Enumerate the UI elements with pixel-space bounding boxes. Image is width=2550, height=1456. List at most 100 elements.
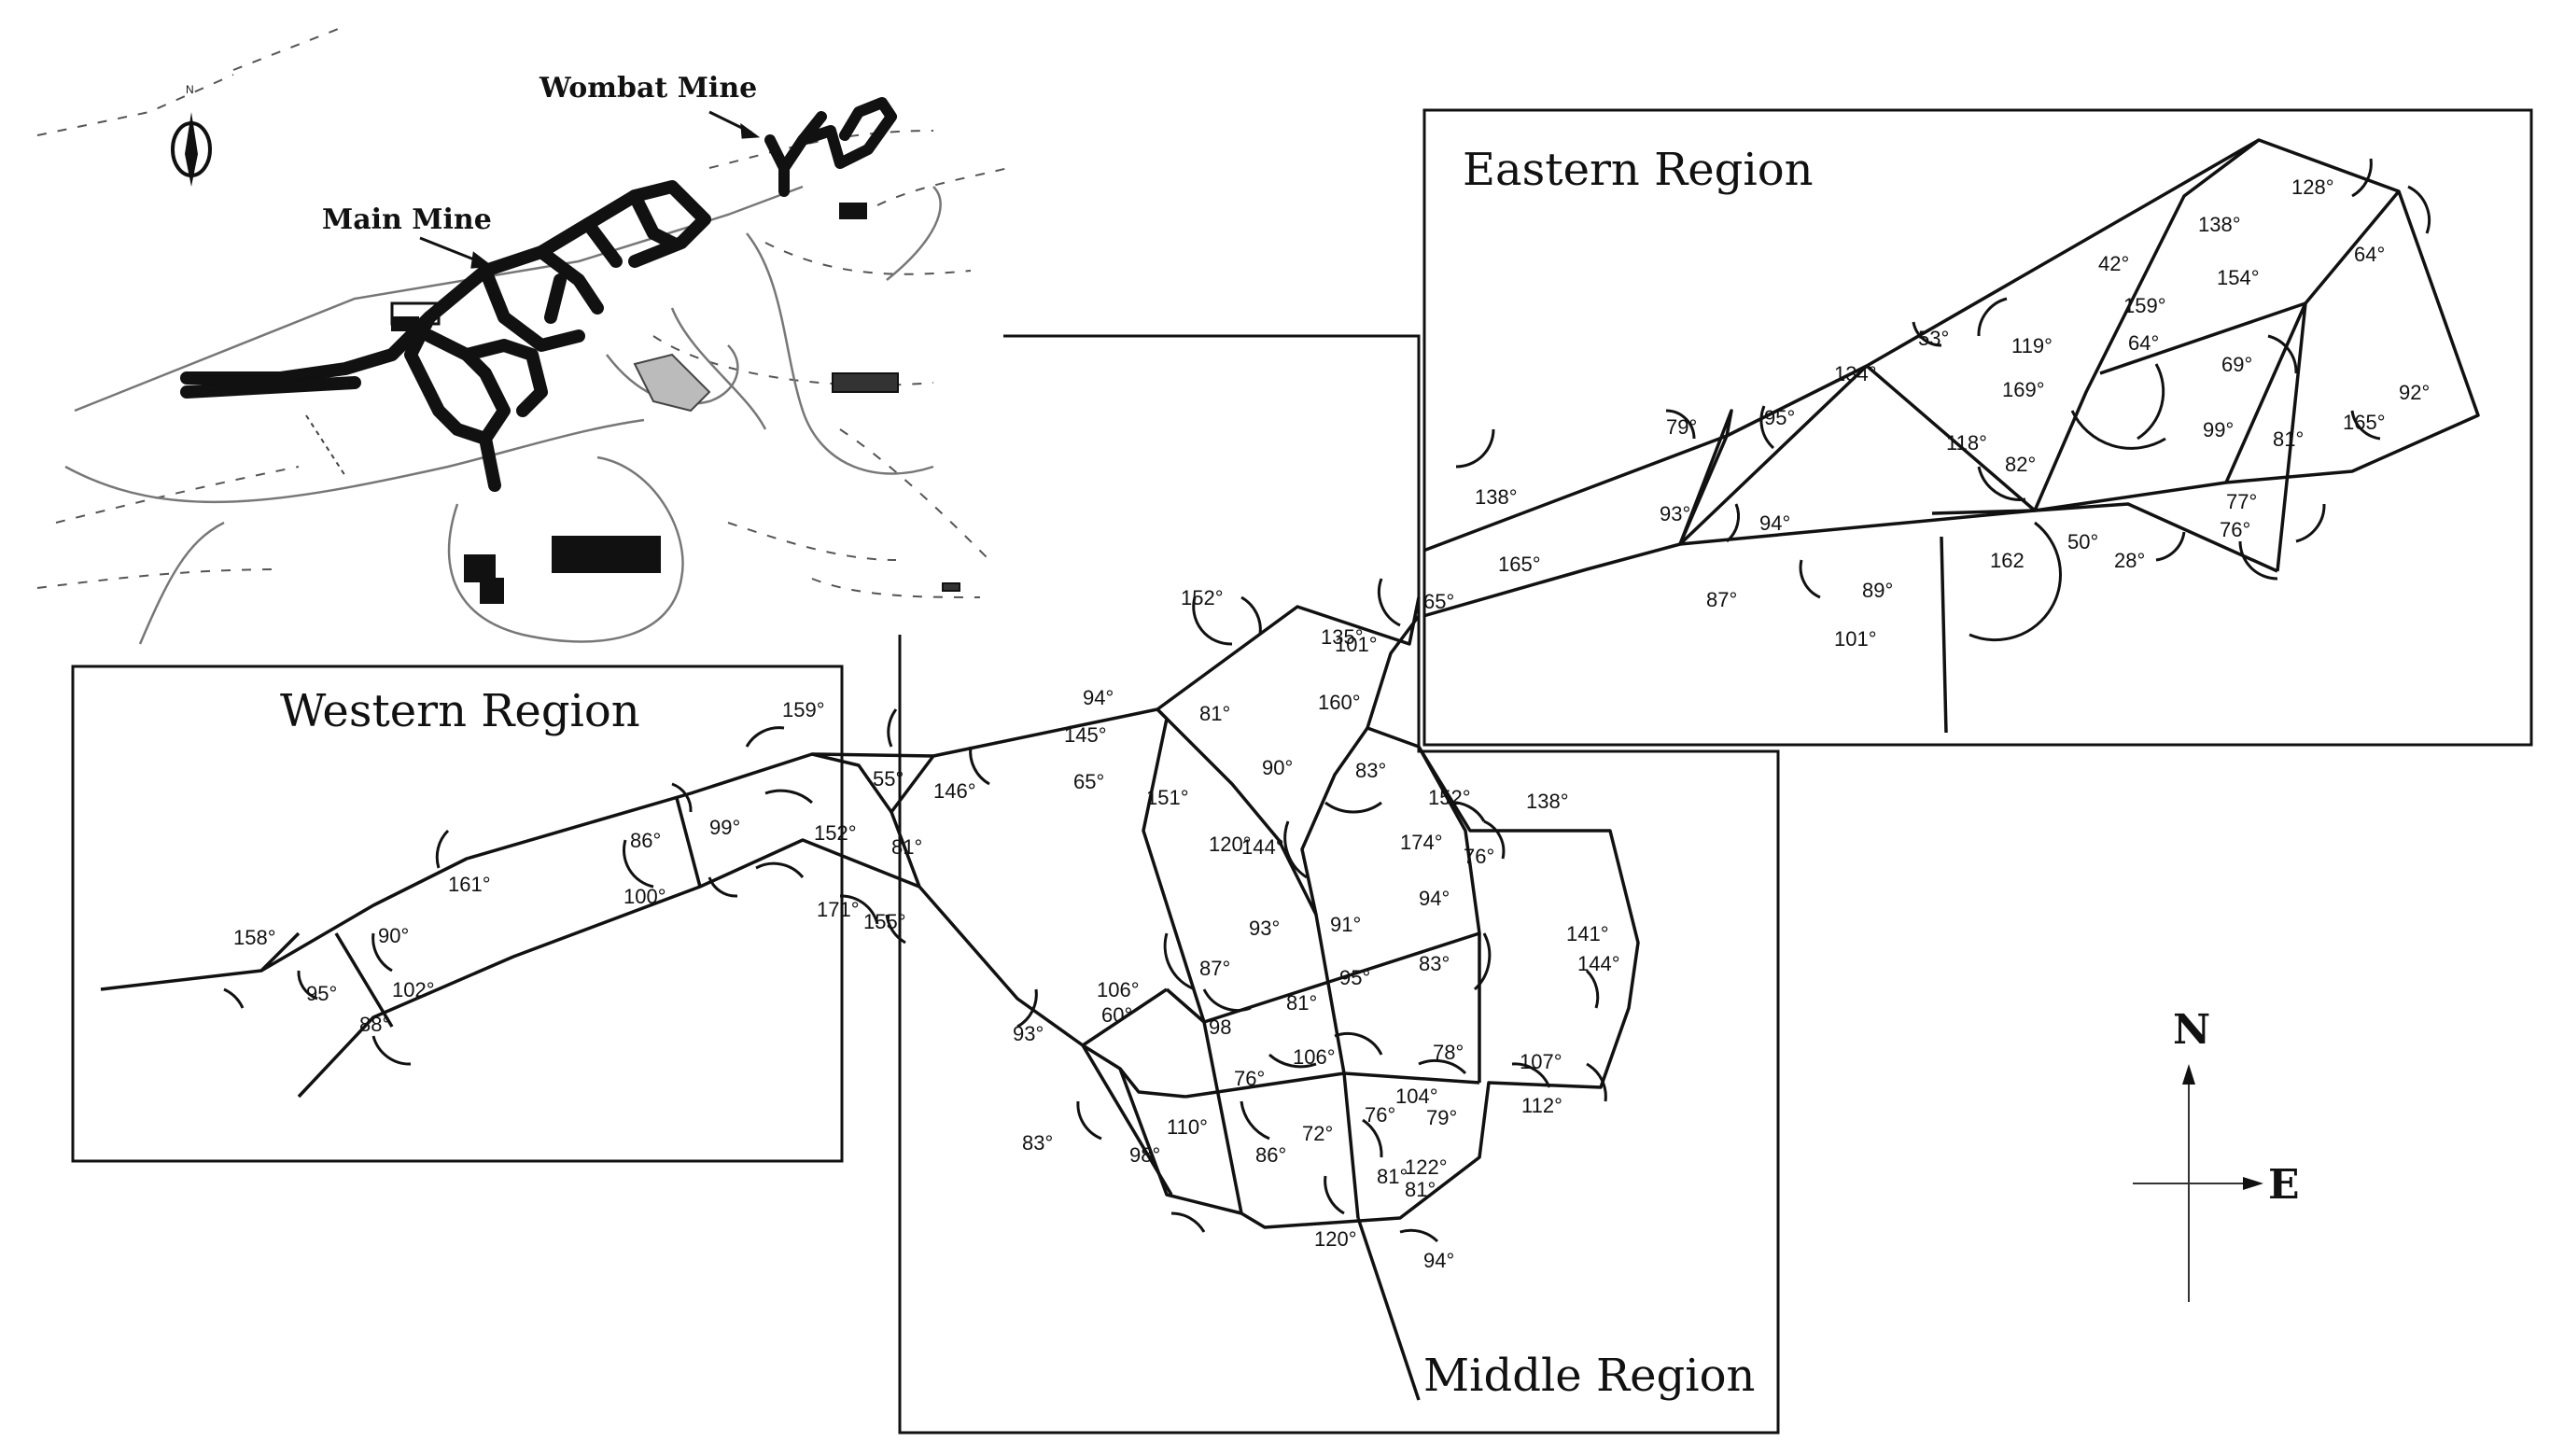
angle-label: 120°: [1209, 833, 1252, 856]
angle-label: 42°: [2098, 252, 2129, 275]
angle-label: 94°: [1083, 686, 1114, 709]
angle-label: 89°: [1862, 579, 1893, 602]
terrain-contours: [36, 25, 1009, 598]
angle-label: 60°: [1101, 1003, 1132, 1027]
middle-angle-labels: 152° 135° 101° 94° 81° 160° 145° 65° 90°…: [1013, 586, 1620, 1272]
main-mine-drives: [180, 180, 711, 492]
angle-label: 145°: [1064, 723, 1107, 747]
angle-label: 98°: [1129, 1143, 1160, 1167]
angle-label: 171°: [817, 898, 860, 921]
angle-label: 83°: [1022, 1131, 1053, 1155]
angle-label: 28°: [2114, 549, 2145, 572]
angle-label: 53°: [1918, 327, 1949, 350]
angle-label: 138°: [1475, 485, 1518, 509]
angle-label: 94°: [1419, 887, 1450, 910]
angle-label: 106°: [1097, 978, 1140, 1001]
eastern-region-title: Eastern Region: [1463, 144, 1814, 196]
angle-label: 69°: [2221, 353, 2252, 376]
angle-label: 160°: [1318, 691, 1361, 714]
angle-label: 99°: [2203, 418, 2234, 441]
angle-label: 64°: [2128, 331, 2159, 355]
angle-label: 122°: [1405, 1155, 1448, 1179]
angle-label: 152°: [814, 821, 857, 845]
wombat-mine-label: Wombat Mine: [539, 72, 757, 105]
angle-label: 158°: [233, 926, 276, 949]
compass-rose: N E: [2133, 1006, 2300, 1302]
eastern-angle-labels: 128° 138° 64° 42° 154° 53° 119° 159° 64°…: [1423, 175, 2430, 651]
angle-label: 95°: [1339, 966, 1370, 989]
angle-label: 99°: [709, 816, 740, 839]
angle-label: 161°: [448, 873, 491, 896]
angle-label: 90°: [1262, 756, 1293, 779]
angle-label: 152°: [1181, 586, 1224, 609]
eastern-region-frame: [1422, 108, 2533, 747]
angle-label: 55°: [873, 767, 904, 791]
angle-label: 154°: [2217, 266, 2260, 289]
angle-label: 120°: [1314, 1227, 1357, 1251]
joint-arcs: [223, 158, 2431, 1243]
angle-label: 102°: [392, 978, 435, 1001]
angle-label: 146°: [933, 779, 976, 803]
angle-label: 165°: [2343, 411, 2386, 434]
angle-label: 72°: [1302, 1122, 1333, 1145]
angle-label: 134°: [1834, 362, 1877, 385]
angle-label: 76°: [1365, 1103, 1395, 1127]
angle-label: 101°: [1834, 627, 1877, 651]
angle-label: 107°: [1520, 1050, 1562, 1073]
label-pointers: [419, 110, 761, 269]
angle-label: 95°: [1764, 406, 1795, 429]
angle-label: 86°: [630, 829, 661, 852]
angle-label: 78°: [1433, 1041, 1464, 1064]
compass-east-label: E: [2268, 1161, 2300, 1209]
western-angle-labels: 159° 55° 146° 86° 99° 152° 161° 81° 100°…: [233, 698, 976, 1036]
buildings: [390, 203, 960, 604]
angle-label: 76°: [1464, 845, 1494, 868]
angle-label: 159°: [2123, 294, 2166, 317]
angle-label: 152°: [1428, 786, 1471, 809]
angle-label: 83°: [1419, 952, 1450, 975]
angle-label: 144°: [1241, 835, 1284, 859]
block-network: [100, 138, 2480, 1401]
western-region-frame: [71, 665, 844, 1163]
angle-label: 151°: [1146, 786, 1189, 809]
angle-label: 101°: [1335, 633, 1378, 656]
angle-label: 100°: [623, 885, 666, 908]
angle-label: 110°: [1167, 1115, 1208, 1139]
angle-label: 81°: [1377, 1165, 1408, 1188]
angle-label: 88°: [359, 1013, 390, 1036]
angle-label: 81°: [1405, 1178, 1436, 1201]
angle-label: 82°: [2005, 453, 2036, 476]
main-mine-label: Main Mine: [322, 203, 492, 236]
compass-north-label: N: [2173, 1006, 2210, 1054]
angle-label: 106°: [1293, 1045, 1336, 1069]
angle-label: 112°: [1521, 1094, 1562, 1117]
angle-label: 81°: [1286, 991, 1317, 1015]
angle-label: 91°: [1330, 913, 1361, 936]
angle-label: 81°: [2273, 427, 2304, 451]
angle-label: 87°: [1199, 957, 1230, 980]
angle-label: 95°: [306, 982, 337, 1005]
angle-label: 92°: [2399, 381, 2430, 404]
angle-label: 141°: [1566, 922, 1609, 945]
angle-label: 135°: [1321, 625, 1364, 649]
western-region-title: Western Region: [280, 685, 640, 737]
angle-label: 93°: [1013, 1022, 1044, 1045]
middle-region-title: Middle Region: [1423, 1350, 1755, 1402]
angle-label: 94°: [1759, 511, 1790, 535]
wombat-mine-drives: [764, 97, 897, 197]
angle-label: 162: [1990, 549, 2025, 572]
inset-north-arrow: N: [171, 83, 212, 187]
angle-label: 138°: [1526, 790, 1569, 813]
angle-label: 76°: [1234, 1067, 1265, 1090]
angle-label: 169°: [2002, 378, 2045, 401]
angle-label: 155°: [863, 910, 906, 933]
angle-label: 76°: [2220, 518, 2250, 541]
angle-label: 159°: [782, 698, 825, 721]
angle-label: 64°: [2354, 243, 2385, 266]
angle-label: 128°: [2291, 175, 2334, 199]
site-outlines: [64, 185, 942, 645]
angle-label: 98: [1209, 1015, 1231, 1039]
angle-label: 83°: [1355, 759, 1386, 782]
angle-label: 119°: [2011, 334, 2053, 357]
